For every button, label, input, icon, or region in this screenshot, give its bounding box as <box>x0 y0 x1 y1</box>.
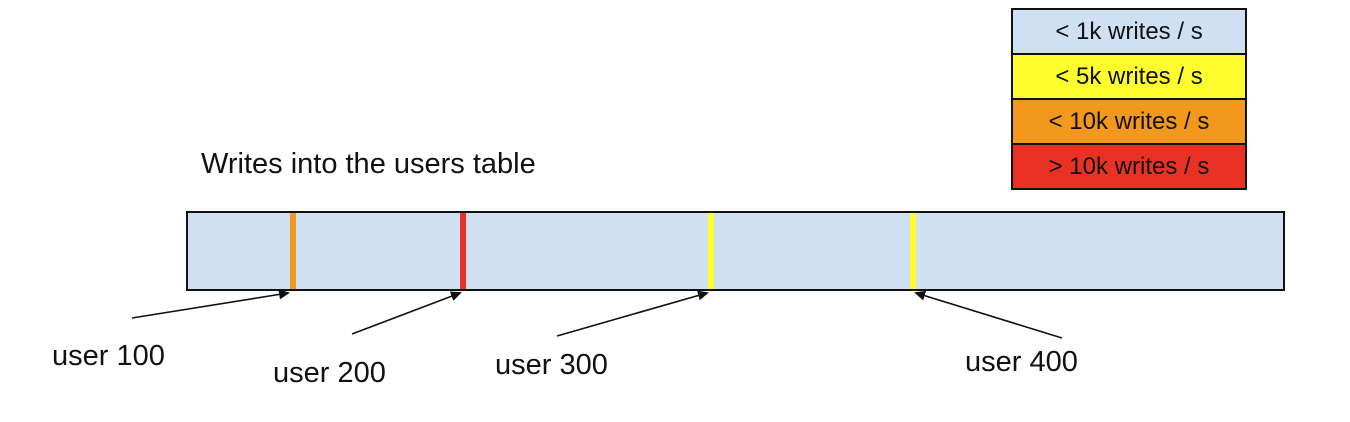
legend: < 1k writes / s < 5k writes / s < 10k wr… <box>1011 8 1247 190</box>
annotation-arrow <box>351 291 462 335</box>
user-200-label: user 200 <box>273 357 386 389</box>
user-100-label: user 100 <box>52 340 165 372</box>
shard-marker-user-100 <box>290 213 296 289</box>
shard-marker-user-200 <box>460 213 466 289</box>
shard-marker-user-300 <box>708 213 714 289</box>
shard-marker-user-400 <box>910 213 916 289</box>
legend-item-gt-10k: > 10k writes / s <box>1011 143 1247 190</box>
annotation-arrow <box>556 290 709 337</box>
annotation-arrow <box>914 290 1063 339</box>
legend-item-label: < 1k writes / s <box>1055 17 1203 45</box>
legend-item-label: < 5k writes / s <box>1055 62 1203 90</box>
legend-item-label: < 10k writes / s <box>1048 107 1210 135</box>
user-400-label: user 400 <box>965 346 1078 378</box>
diagram-title: Writes into the users table <box>201 148 536 180</box>
legend-item-label: > 10k writes / s <box>1048 152 1210 180</box>
legend-item-lt-10k: < 10k writes / s <box>1011 98 1247 145</box>
user-300-label: user 300 <box>495 349 608 381</box>
legend-item-lt-5k: < 5k writes / s <box>1011 53 1247 100</box>
legend-item-lt-1k: < 1k writes / s <box>1011 8 1247 55</box>
users-table-bar <box>186 211 1285 291</box>
annotation-arrow <box>131 289 290 319</box>
